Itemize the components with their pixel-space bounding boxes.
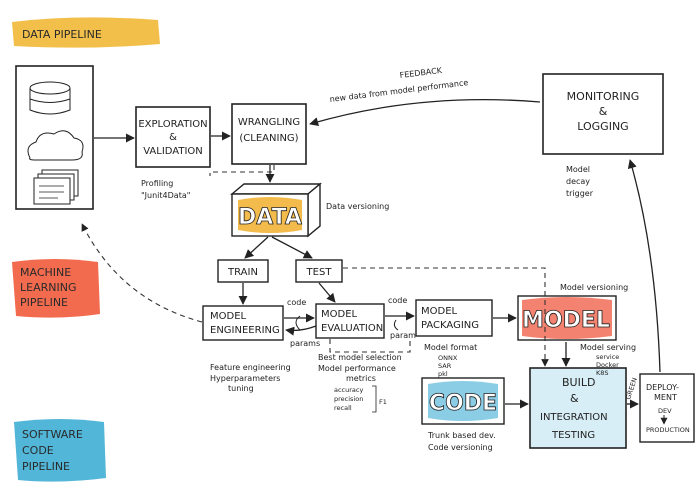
- test-box: TEST: [295, 259, 343, 283]
- svg-text:Code versioning: Code versioning: [428, 443, 493, 452]
- params-label: params: [290, 339, 320, 348]
- svg-text:MODEL: MODEL: [321, 309, 358, 320]
- svg-text:F1: F1: [379, 398, 387, 406]
- svg-text:EVALUATION: EVALUATION: [321, 323, 383, 334]
- svg-text:DATA: DATA: [238, 205, 302, 230]
- dashed-connectors: [81, 165, 549, 367]
- code-label-2: code: [388, 296, 407, 305]
- profiling-note: Profiling "Junit4Data": [141, 179, 190, 200]
- data-versioning-note: Data versioning: [326, 202, 389, 211]
- svg-text:&: &: [570, 392, 579, 405]
- svg-text:BUILD: BUILD: [562, 376, 595, 389]
- svg-text:EXPLORATION: EXPLORATION: [138, 119, 207, 130]
- svg-text:TESTING: TESTING: [551, 430, 595, 441]
- svg-text:tuning: tuning: [228, 384, 254, 393]
- svg-text:Model serving: Model serving: [580, 343, 636, 352]
- model-artifact-box: MODEL: [517, 295, 617, 341]
- svg-text:TEST: TEST: [306, 267, 333, 278]
- svg-text:DATA PIPELINE: DATA PIPELINE: [22, 28, 102, 41]
- svg-text:MONITORING: MONITORING: [567, 90, 640, 103]
- svg-text:MODEL: MODEL: [522, 308, 610, 333]
- svg-text:CODE: CODE: [22, 444, 54, 457]
- model-packaging-box: MODEL PACKAGING: [415, 299, 493, 337]
- documents-icon: [33, 169, 79, 205]
- svg-text:ENGINEERING: ENGINEERING: [210, 325, 280, 336]
- model-evaluation-box: MODEL EVALUATION: [315, 303, 385, 339]
- ml-pipeline-label: MACHINE LEARNING PIPELINE: [12, 259, 100, 318]
- svg-text:DEPLOY-: DEPLOY-: [646, 383, 679, 392]
- svg-text:MENT: MENT: [654, 393, 677, 402]
- code-label: code: [287, 298, 306, 307]
- exploration-validation-box: EXPLORATION & VALIDATION: [135, 106, 211, 168]
- svg-text:pkl: pkl: [438, 370, 448, 378]
- svg-text:Best model selection: Best model selection: [318, 353, 402, 362]
- svg-text:&: &: [599, 105, 608, 118]
- feedback-annotation: FEEDBACK new data from model performance: [329, 66, 469, 104]
- svg-text:CODE: CODE: [429, 391, 497, 416]
- monitoring-logging-box: MONITORING & LOGGING: [542, 73, 664, 155]
- svg-text:MODEL: MODEL: [421, 306, 458, 317]
- model-engineering-box: MODEL ENGINEERING: [202, 305, 284, 341]
- svg-text:(CLEANING): (CLEANING): [239, 133, 298, 144]
- evaluation-note: Best model selection Model performance m…: [318, 353, 402, 413]
- svg-text:LEARNING: LEARNING: [20, 281, 76, 294]
- svg-text:decay: decay: [566, 177, 590, 186]
- svg-text:PIPELINE: PIPELINE: [20, 296, 68, 309]
- wrangling-box: WRANGLING (CLEANING): [231, 103, 307, 165]
- cloud-icon: [27, 130, 84, 161]
- connector-arrows: [94, 98, 661, 409]
- svg-text:recall: recall: [334, 404, 352, 412]
- svg-text:Model format: Model format: [424, 343, 477, 352]
- svg-text:PRODUCTION: PRODUCTION: [646, 426, 690, 434]
- model-format-note: Model format ONNX SAR pkl: [424, 343, 477, 378]
- svg-text:precision: precision: [334, 395, 363, 403]
- svg-text:Model: Model: [566, 165, 590, 174]
- svg-text:Docker: Docker: [596, 361, 619, 369]
- svg-text:Profiling: Profiling: [141, 179, 173, 188]
- svg-text:INTEGRATION: INTEGRATION: [540, 412, 608, 423]
- model-decay-note: Model decay trigger: [566, 165, 594, 198]
- svg-text:Trunk based dev.: Trunk based dev.: [427, 431, 496, 440]
- svg-text:WRANGLING: WRANGLING: [238, 117, 300, 128]
- svg-text:PACKAGING: PACKAGING: [421, 320, 479, 331]
- svg-text:"Junit4Data": "Junit4Data": [141, 191, 190, 200]
- svg-text:MODEL: MODEL: [210, 311, 247, 322]
- code-versioning-note: Trunk based dev. Code versioning: [427, 431, 496, 452]
- svg-text:TRAIN: TRAIN: [227, 267, 258, 278]
- deployment-box: DEPLOY- MENT DEV PRODUCTION: [639, 373, 695, 443]
- svg-text:VALIDATION: VALIDATION: [143, 146, 203, 157]
- feature-engineering-note: Feature engineering Hyperparameters tuni…: [210, 363, 291, 393]
- svg-text:SAR: SAR: [438, 362, 452, 370]
- svg-text:MACHINE: MACHINE: [20, 266, 71, 279]
- svg-text:PIPELINE: PIPELINE: [22, 460, 70, 473]
- train-box: TRAIN: [217, 259, 269, 283]
- build-integration-box: BUILD & INTEGRATION TESTING: [529, 367, 627, 449]
- model-versioning-note: Model versioning: [560, 283, 628, 292]
- database-icon: [29, 81, 71, 115]
- data-sources-box: [15, 65, 94, 210]
- svg-text:K8S: K8S: [596, 369, 609, 377]
- svg-text:Hyperparameters: Hyperparameters: [210, 374, 280, 383]
- data-store-box: DATA: [230, 182, 322, 238]
- svg-text:trigger: trigger: [566, 189, 594, 198]
- param-label: param: [390, 331, 416, 340]
- svg-text:FEEDBACK: FEEDBACK: [399, 66, 443, 80]
- svg-text:ONNX: ONNX: [438, 354, 458, 362]
- svg-text:DEV: DEV: [658, 407, 672, 415]
- svg-text:Model performance: Model performance: [318, 364, 396, 373]
- data-pipeline-label: DATA PIPELINE: [12, 17, 160, 48]
- svg-text:SOFTWARE: SOFTWARE: [22, 428, 83, 441]
- svg-text:&: &: [169, 132, 177, 143]
- svg-text:service: service: [596, 353, 619, 361]
- svg-text:Feature engineering: Feature engineering: [210, 363, 291, 372]
- svg-text:metrics: metrics: [346, 374, 376, 383]
- code-pipeline-label: SOFTWARE CODE PIPELINE: [14, 419, 106, 482]
- svg-text:accuracy: accuracy: [334, 386, 363, 394]
- code-artifact-box: CODE: [421, 377, 505, 425]
- model-serving-note: Model serving service Docker K8S: [580, 343, 636, 377]
- svg-text:LOGGING: LOGGING: [577, 120, 628, 133]
